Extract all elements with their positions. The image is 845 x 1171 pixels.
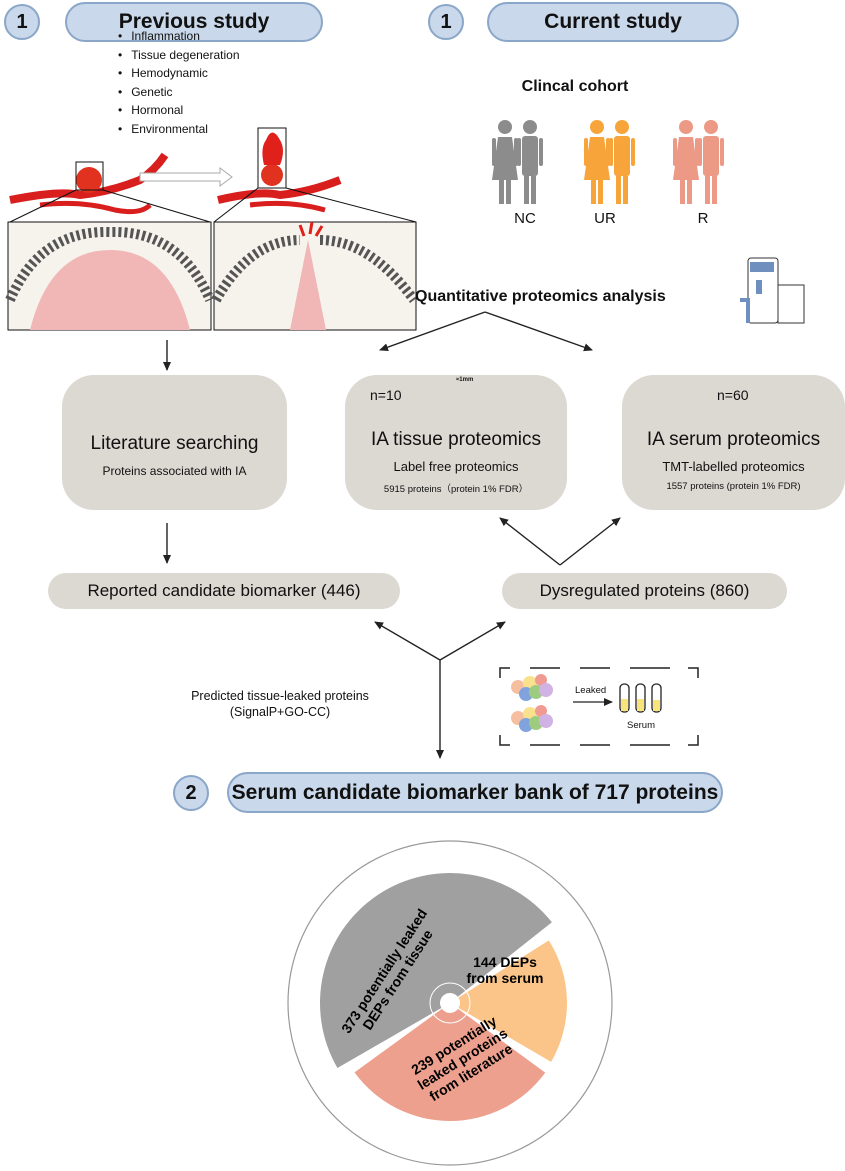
arrow bbox=[484, 311, 593, 352]
person-icon bbox=[698, 120, 724, 204]
method: Label free proteomics bbox=[393, 459, 519, 474]
pie-slice bbox=[354, 1008, 546, 1121]
dysregulated-proteins-pill: Dysregulated proteins (860) bbox=[502, 573, 787, 609]
arrow bbox=[499, 517, 561, 566]
reported-candidate-pill: Reported candidate biomarker (446) bbox=[48, 573, 400, 609]
person-icon bbox=[584, 120, 610, 204]
cohort-people bbox=[492, 120, 724, 204]
biomarker-bank-header: Serum candidate biomarker bank of 717 pr… bbox=[227, 772, 723, 813]
box-subtitle: Proteins associated with IA bbox=[102, 464, 247, 478]
person-icon bbox=[609, 120, 635, 204]
method: TMT-labelled proteomics bbox=[662, 459, 805, 474]
step-number: 2 bbox=[173, 775, 209, 811]
arrow bbox=[559, 517, 621, 566]
predicted-leaked-label: Predicted tissue-leaked proteins (Signal… bbox=[170, 688, 390, 720]
group-label-ur: UR bbox=[594, 210, 616, 227]
tissue-proteomics-box: n=10 ≈1mm IA tissue proteomics Label fre… bbox=[345, 375, 567, 510]
risk-factor: Genetic bbox=[118, 83, 240, 102]
box-title: IA serum proteomics bbox=[646, 429, 821, 450]
scale-label: ≈1mm bbox=[456, 377, 474, 383]
arrow bbox=[374, 621, 441, 661]
risk-factor-list: Inflammation Tissue degeneration Hemodyn… bbox=[118, 27, 240, 139]
aneurysm-illustration-before bbox=[5, 152, 215, 331]
aneurysm-illustration-ruptured bbox=[211, 127, 419, 331]
box-title: IA tissue proteomics bbox=[370, 429, 542, 450]
risk-factor: Hormonal bbox=[118, 101, 240, 120]
risk-factor: Environmental bbox=[118, 120, 240, 139]
predicted-line1: Predicted tissue-leaked proteins bbox=[191, 689, 369, 703]
risk-factor: Hemodynamic bbox=[118, 64, 240, 83]
pie-center-ring bbox=[429, 982, 471, 1024]
literature-search-box: Literature searching Proteins associated… bbox=[62, 375, 287, 510]
pie-slice bbox=[458, 940, 567, 1062]
leaked-label: Leaked bbox=[575, 685, 607, 696]
person-icon bbox=[492, 120, 518, 204]
mass-spectrometer-icon bbox=[740, 257, 805, 324]
sample-size: n=10 bbox=[370, 387, 402, 403]
group-label-r: R bbox=[697, 210, 709, 227]
person-icon bbox=[517, 120, 543, 204]
step-number: 1 bbox=[4, 4, 40, 40]
arrow bbox=[439, 621, 506, 661]
pie-slice bbox=[320, 873, 552, 1068]
protein-count: 1557 proteins (protein 1% FDR) bbox=[666, 481, 801, 492]
protein-count: 5915 proteins（protein 1% FDR） bbox=[383, 484, 529, 495]
serum-label: Serum bbox=[627, 720, 655, 731]
risk-factor: Tissue degeneration bbox=[118, 46, 239, 65]
cohort-title: Clincal cohort bbox=[521, 78, 629, 95]
step-number: 1 bbox=[428, 4, 464, 40]
leak-illustration bbox=[499, 667, 699, 746]
person-icon bbox=[673, 120, 699, 204]
section-header-current-study: Current study bbox=[487, 2, 739, 42]
group-label-nc: NC bbox=[514, 210, 536, 227]
serum-proteomics-box: n=60 IA serum proteomics TMT-labelled pr… bbox=[622, 375, 845, 510]
sample-size: n=60 bbox=[717, 387, 749, 403]
risk-factor: Inflammation bbox=[118, 27, 240, 46]
quant-proteomics-title: Quantitative proteomics analysis bbox=[415, 288, 666, 305]
arrow bbox=[379, 311, 486, 352]
box-title: Literature searching bbox=[90, 433, 259, 454]
predicted-line2: (SignalP+GO-CC) bbox=[229, 705, 331, 719]
progression-arrow bbox=[139, 167, 233, 187]
